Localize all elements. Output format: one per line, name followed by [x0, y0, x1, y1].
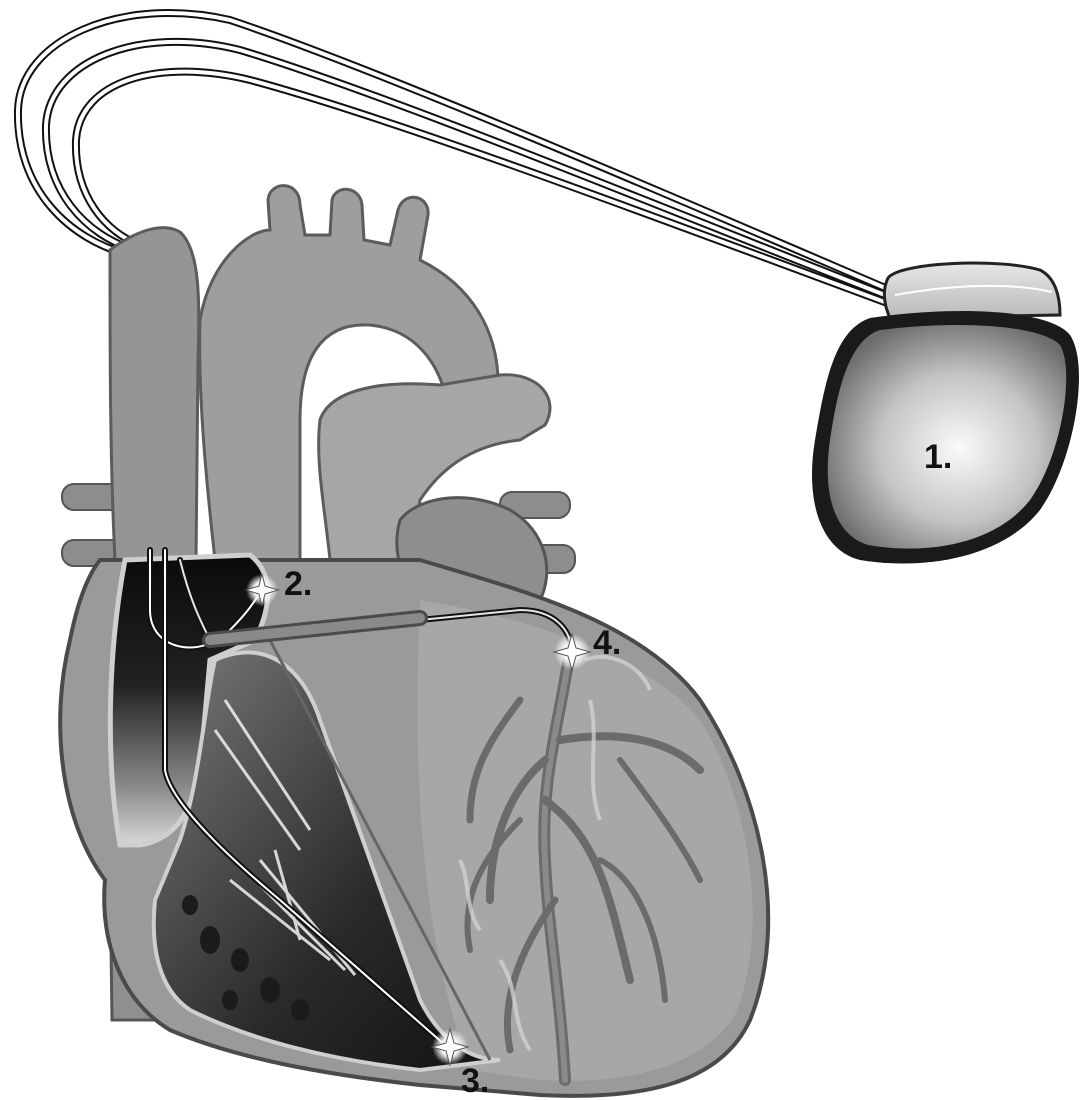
- pulse-generator-header: [884, 263, 1060, 318]
- superior-vena-cava: [110, 228, 199, 560]
- callout-label-1: 1.: [924, 440, 952, 474]
- pulse-generator: [812, 263, 1079, 563]
- electrode-spark-atrial: [246, 574, 278, 606]
- electrode-spark-ventricular: [432, 1029, 468, 1065]
- callout-label-4: 4.: [593, 626, 621, 660]
- electrode-spark-left-ventricular: [554, 634, 590, 670]
- callout-label-2: 2.: [284, 567, 312, 601]
- callout-label-3: 3.: [461, 1064, 489, 1098]
